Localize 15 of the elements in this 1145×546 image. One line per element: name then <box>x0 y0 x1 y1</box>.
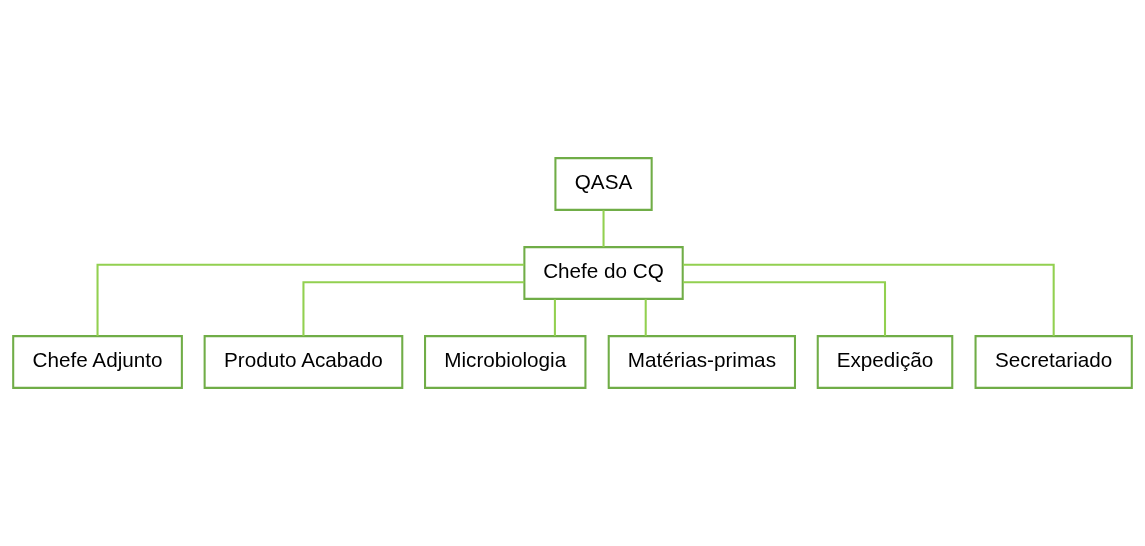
node-box: QASA <box>554 157 653 211</box>
connector <box>553 299 556 336</box>
node-box: Secretariado <box>974 335 1133 389</box>
connector <box>683 263 1055 336</box>
connector <box>644 299 647 336</box>
connector <box>602 210 605 247</box>
node-box: Produto Acabado <box>203 335 404 389</box>
node-box: Expedição <box>816 335 954 389</box>
node-box: Matérias-primas <box>607 335 796 389</box>
node-box: Chefe Adjunto <box>12 335 183 389</box>
connector <box>302 281 525 336</box>
node-box: Microbiologia <box>424 335 587 389</box>
node-box: Chefe do CQ <box>523 246 684 300</box>
connector <box>96 263 525 336</box>
connector <box>683 281 887 336</box>
